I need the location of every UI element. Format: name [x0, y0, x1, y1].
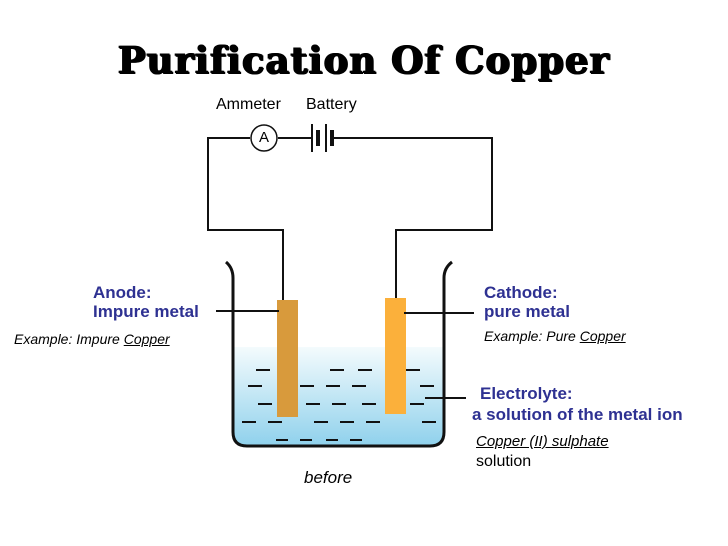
anode-example: Example: Impure Copper — [14, 331, 170, 347]
cathode-example-metal: Copper — [579, 328, 626, 344]
anode-heading: Anode: — [93, 283, 152, 302]
beaker — [224, 260, 453, 448]
cathode-example-prefix: Example: Pure — [484, 328, 576, 344]
cathode-heading: Cathode: — [484, 283, 558, 302]
caption-before: before — [304, 468, 353, 487]
cathode-description: pure metal — [484, 302, 570, 321]
electrolyte-example-suffix: solution — [476, 453, 532, 470]
electrolyte-heading: Electrolyte: — [480, 384, 573, 403]
ammeter-icon — [250, 124, 278, 152]
ammeter-label: Ammeter — [216, 96, 281, 113]
electrolyte-example: Copper (II) sulphate — [476, 433, 609, 450]
cathode-electrode — [385, 298, 406, 414]
battery-label: Battery — [306, 96, 357, 113]
anode-description: Impure metal — [93, 302, 199, 321]
circuit-wires — [207, 137, 493, 300]
electrolyte-dashes — [242, 369, 436, 441]
label-pointers — [216, 310, 474, 399]
page-title: Purification Of Copper — [117, 38, 611, 82]
battery-icon — [311, 124, 334, 152]
anode-example-metal: Copper — [123, 331, 170, 347]
cathode-example: Example: Pure Copper — [484, 328, 626, 344]
anode-electrode — [277, 300, 298, 417]
electrolyte-liquid — [233, 347, 444, 446]
electrolyte-description: a solution of the metal ion — [472, 405, 683, 424]
ammeter-symbol: A — [258, 129, 269, 146]
anode-example-prefix: Example: Impure — [14, 331, 120, 347]
